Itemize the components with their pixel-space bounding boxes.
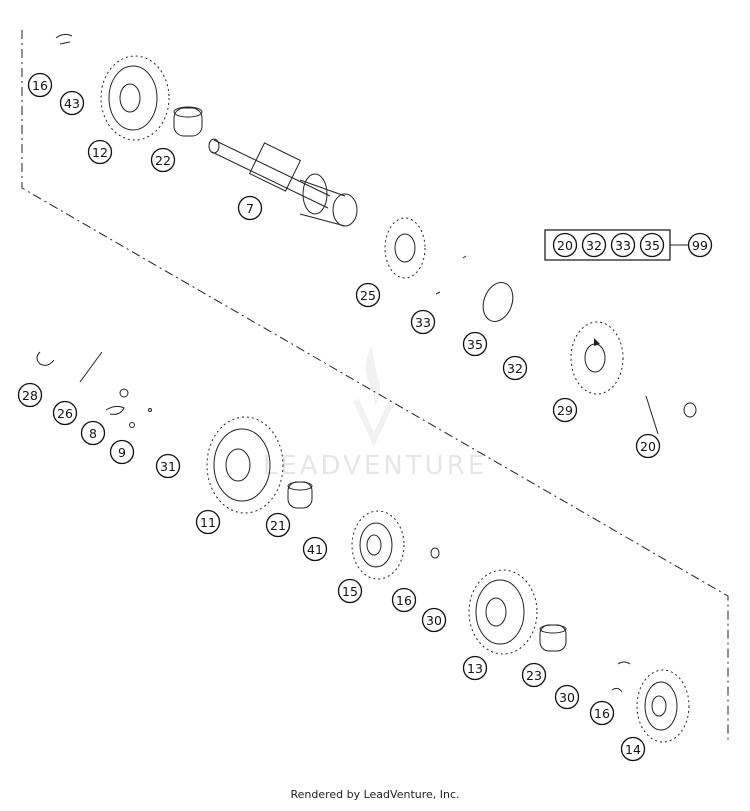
part-needle-bearing-21	[287, 481, 313, 509]
part-o-ring-35	[482, 282, 514, 322]
svg-text:16: 16	[32, 78, 48, 93]
part-needle-bearing-23	[539, 624, 567, 652]
svg-text:28: 28	[22, 388, 38, 403]
callout-26: 26	[52, 400, 78, 426]
svg-text:9: 9	[118, 445, 126, 460]
callout-28: 28	[17, 382, 43, 408]
part-thrust-washer-25	[384, 217, 426, 279]
svg-text:33: 33	[415, 315, 431, 330]
part-small-items-33	[435, 255, 467, 295]
callout-16: 16	[27, 72, 53, 98]
svg-text:13: 13	[467, 661, 483, 676]
callout-22: 22	[150, 147, 176, 173]
svg-text:16: 16	[396, 593, 412, 608]
callout-30: 30	[421, 607, 447, 633]
part-nut-20	[645, 395, 697, 435]
callout-14: 14	[620, 736, 646, 762]
callout-16: 16	[391, 587, 417, 613]
callout-30: 30	[554, 684, 580, 710]
svg-text:30: 30	[559, 690, 575, 705]
part-snap-ring-upper	[55, 33, 73, 45]
watermark-logo	[353, 345, 395, 448]
svg-text:32: 32	[586, 238, 602, 253]
watermark-text: LEADVENTURE	[263, 451, 487, 481]
part-main-shaft-7	[208, 138, 358, 227]
svg-text:35: 35	[467, 337, 483, 352]
callout-13: 13	[462, 655, 488, 681]
svg-text:32: 32	[507, 361, 523, 376]
footer-credit: Rendered by LeadVenture, Inc.	[290, 788, 460, 801]
part-sprocket-29	[570, 321, 624, 395]
part-gear-11	[206, 416, 284, 514]
svg-text:25: 25	[360, 288, 376, 303]
callout-11: 11	[195, 509, 221, 535]
part-gear-14	[636, 669, 690, 743]
svg-text:41: 41	[307, 542, 323, 557]
svg-text:23: 23	[526, 668, 542, 683]
svg-text:7: 7	[246, 201, 254, 216]
kit-callout-33: 33	[610, 232, 636, 258]
svg-text:31: 31	[160, 459, 176, 474]
callout-9: 9	[109, 439, 135, 465]
callout-16: 16	[589, 700, 615, 726]
part-gear-12	[100, 55, 170, 141]
callout-29: 29	[552, 397, 578, 423]
svg-text:99: 99	[692, 238, 708, 253]
svg-text:20: 20	[557, 238, 573, 253]
svg-text:12: 12	[92, 145, 108, 160]
part-spring-8	[105, 388, 129, 415]
svg-text:21: 21	[270, 518, 286, 533]
svg-text:11: 11	[200, 515, 216, 530]
part-circlip-28	[36, 351, 55, 366]
part-pin-26	[79, 351, 103, 383]
callout-25: 25	[355, 282, 381, 308]
svg-text:26: 26	[57, 406, 73, 421]
callout-35: 35	[462, 331, 488, 357]
assembly-frame	[21, 30, 729, 742]
kit-callout-99: 99	[687, 232, 713, 258]
callout-12: 12	[87, 139, 113, 165]
callout-15: 15	[337, 578, 363, 604]
part-washer-16-lower	[611, 661, 631, 693]
svg-text:22: 22	[155, 153, 171, 168]
callout-33: 33	[410, 309, 436, 335]
part-gear-15	[351, 510, 440, 580]
svg-text:8: 8	[89, 426, 97, 441]
callout-32: 32	[502, 355, 528, 381]
kit-callout-20: 20	[552, 232, 578, 258]
callout-41: 41	[302, 536, 328, 562]
callout-7: 7	[237, 195, 263, 221]
kit-callout-35: 35	[639, 232, 665, 258]
callout-8: 8	[80, 420, 106, 446]
svg-text:20: 20	[640, 439, 656, 454]
svg-text:29: 29	[557, 403, 573, 418]
callout-20: 20	[635, 433, 661, 459]
kit-callout-32: 32	[581, 232, 607, 258]
svg-text:43: 43	[64, 96, 80, 111]
svg-text:15: 15	[342, 584, 358, 599]
svg-text:35: 35	[644, 238, 660, 253]
callout-31: 31	[155, 453, 181, 479]
callout-43: 43	[59, 90, 85, 116]
part-ball-9	[129, 408, 152, 428]
kit-group-99	[544, 229, 688, 261]
svg-text:14: 14	[625, 742, 641, 757]
callout-23: 23	[521, 662, 547, 688]
callout-21: 21	[265, 512, 291, 538]
svg-text:30: 30	[426, 613, 442, 628]
part-needle-bearing-22	[173, 106, 203, 137]
part-gear-13	[468, 569, 538, 655]
svg-text:33: 33	[615, 238, 631, 253]
svg-text:16: 16	[594, 706, 610, 721]
